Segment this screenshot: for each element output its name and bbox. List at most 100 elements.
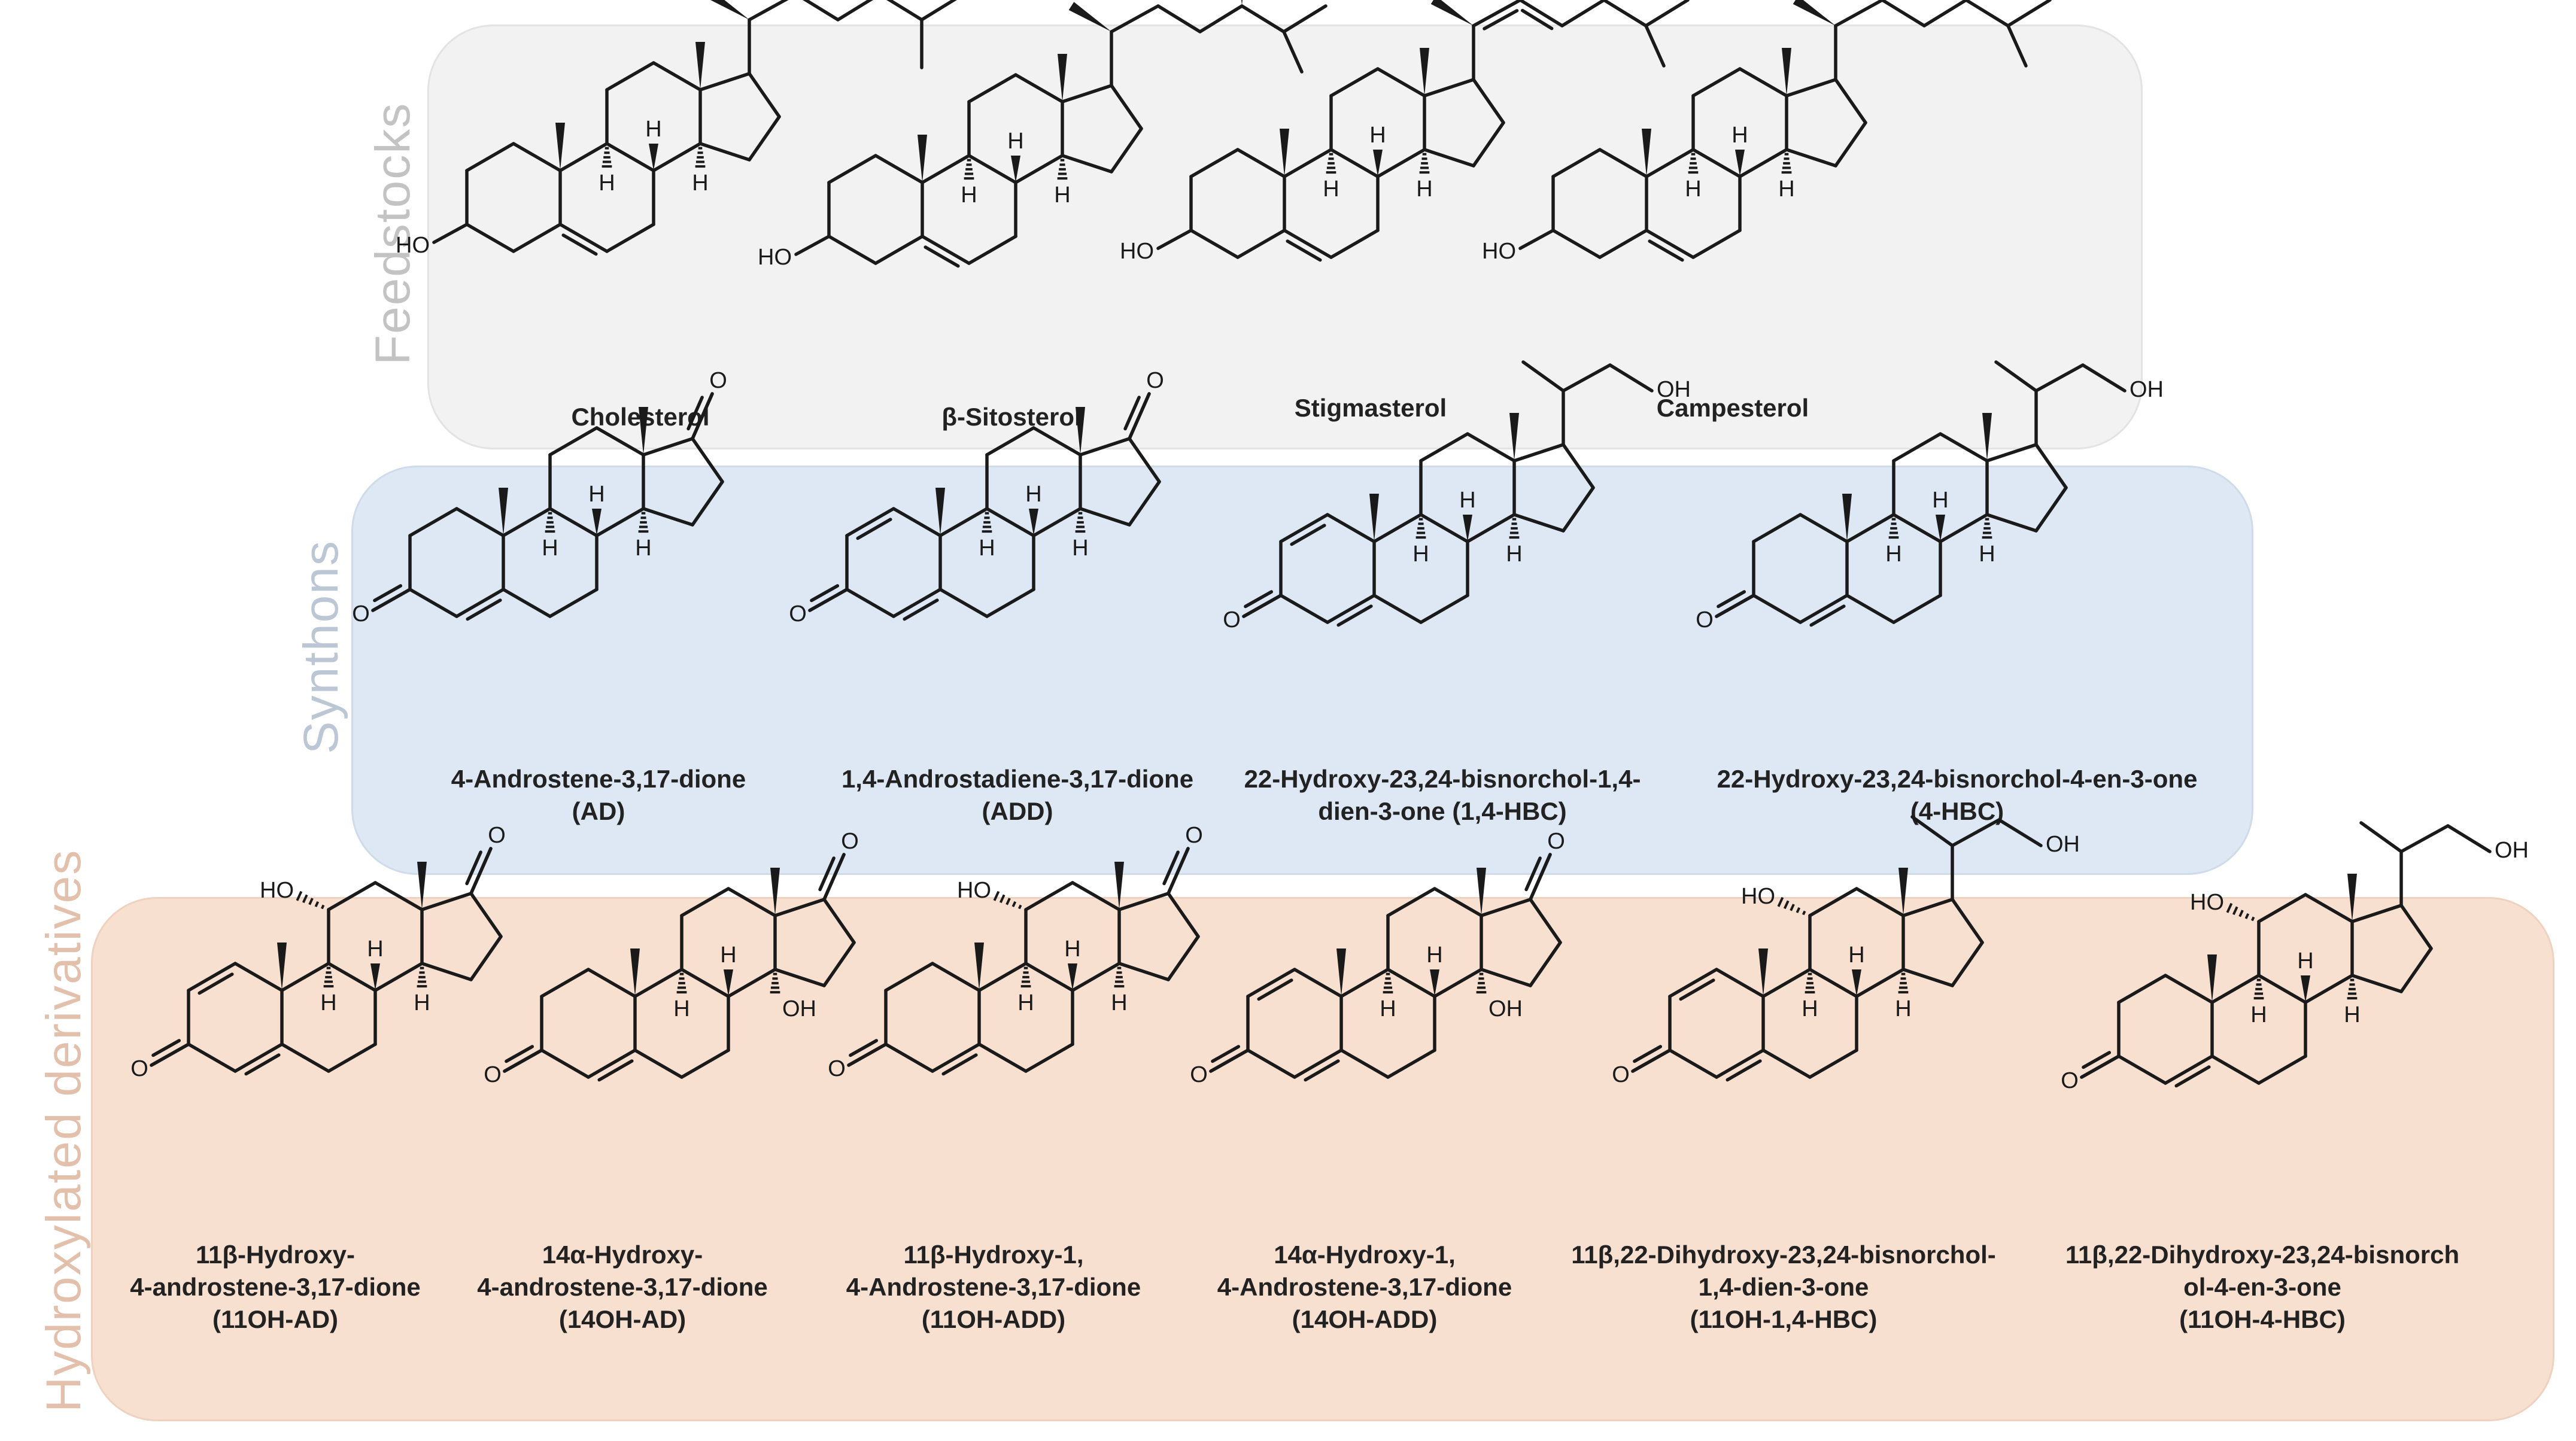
wedge-bond (592, 509, 602, 536)
bond (2257, 974, 2307, 1004)
bond (698, 142, 751, 162)
wedge-bond (770, 868, 780, 916)
bond (1433, 968, 1483, 998)
double-bond (465, 850, 482, 886)
bond (1551, 148, 1602, 178)
bond (1518, 0, 1564, 28)
bond (1472, 121, 1505, 168)
bond (773, 898, 826, 917)
bond (1834, 78, 1867, 124)
oxygen-label: O (1146, 368, 1164, 393)
bond (985, 588, 1035, 618)
bond (1024, 962, 1074, 992)
bond (977, 962, 1028, 992)
double-bond (1162, 850, 1180, 886)
bond (408, 507, 458, 537)
hydroxyl-label: OH (2046, 832, 2080, 857)
wedge-bond (370, 963, 380, 990)
wedge-bond (555, 123, 565, 171)
hydroxyl-label: OH (2495, 838, 2529, 863)
hydrogen-label: H (635, 536, 651, 561)
bond (1167, 892, 1200, 938)
hydrogen-label: H (1778, 177, 1794, 202)
bond (503, 1048, 543, 1073)
bond (1834, 121, 1867, 168)
bond (1512, 513, 1565, 533)
bond (1752, 513, 1802, 543)
bond (1466, 432, 1516, 463)
hashed-bond (323, 966, 334, 988)
bond (373, 881, 424, 911)
hashed-bond (1777, 896, 1806, 916)
double-bond (856, 518, 892, 540)
bond (1529, 941, 1562, 987)
bond (680, 968, 730, 998)
bond (2304, 893, 2354, 923)
bond (2034, 443, 2068, 490)
bond (2164, 1054, 2214, 1085)
bond (822, 898, 856, 944)
wedge-bond (1642, 129, 1651, 177)
bond (1808, 1048, 1858, 1079)
bond (803, 0, 840, 22)
bond (1799, 594, 1849, 624)
wedge-bond (277, 943, 287, 990)
bond (1386, 887, 1436, 917)
hydroxyl-label: OH (1657, 377, 1691, 402)
hydroxyl-label: HO (2190, 890, 2224, 915)
double-bond (466, 598, 502, 621)
wedge-bond (1898, 868, 1908, 916)
bond (469, 847, 493, 895)
bond (540, 968, 590, 998)
bond (1242, 594, 1283, 618)
bond (1808, 968, 1858, 998)
bond (1608, 363, 1654, 393)
bond (1386, 968, 1436, 998)
bond (1110, 4, 1160, 34)
bond (691, 437, 724, 484)
bond (432, 223, 469, 244)
wedge-bond (1793, 0, 1836, 26)
bond (680, 1048, 730, 1079)
bond (2006, 24, 2028, 68)
bond (1339, 1048, 1390, 1079)
hashed-bond (770, 972, 780, 994)
double-bond (151, 1039, 181, 1057)
bond (502, 588, 552, 618)
bond (1691, 67, 1742, 98)
hydrogen-label: H (673, 996, 689, 1022)
bond (1466, 513, 1516, 543)
bond (794, 235, 831, 256)
bond (420, 962, 473, 981)
oxygen-label: O (1696, 607, 1714, 633)
hydrogen-label: H (1932, 488, 1948, 513)
double-bond (1520, 8, 1554, 31)
feedstock-name-stigmasterol: Stigmasterol (1294, 394, 1447, 422)
bond (1032, 507, 1082, 537)
wedge-bond (1852, 969, 1861, 996)
hydrogen-label: H (1802, 996, 1818, 1022)
bond (1480, 968, 1532, 987)
bond (2257, 893, 2307, 923)
hashed-bond (2347, 978, 2358, 1000)
oxygen-label: O (1547, 829, 1565, 854)
double-bond (597, 1059, 634, 1082)
bond (1423, 78, 1475, 98)
hydrogen-label: H (542, 536, 558, 561)
bond (1715, 1048, 1765, 1079)
bond (455, 507, 505, 537)
bond (967, 154, 1017, 184)
double-bond (1679, 978, 1715, 1001)
wedge-bond (1982, 413, 1992, 461)
bond (327, 881, 377, 911)
bond (1419, 594, 1469, 624)
bond (548, 426, 599, 457)
bond (1423, 148, 1475, 168)
hydrogen-label: H (1979, 542, 1995, 567)
hydrogen-label: H (2297, 948, 2313, 974)
bond (373, 962, 424, 992)
hashed-bond (1982, 518, 1992, 539)
bond (1951, 898, 1984, 944)
